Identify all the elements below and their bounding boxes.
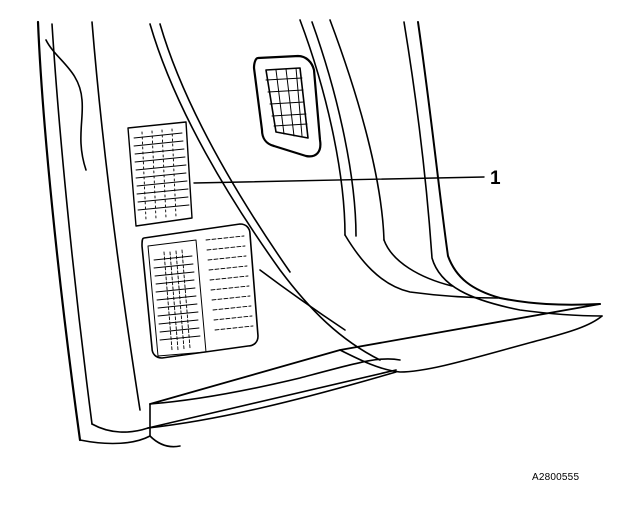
door-frame-outline [36,20,151,445]
callout-label-1: 1 [490,168,501,189]
tire-pressure-label [127,121,193,227]
figure-id: A2800555 [532,472,580,483]
vehicle-certification-label [141,223,259,359]
pillar-body-lines [91,19,603,411]
callout-leader-line [193,176,485,184]
door-sill [147,303,603,448]
vent-grille [252,54,322,158]
